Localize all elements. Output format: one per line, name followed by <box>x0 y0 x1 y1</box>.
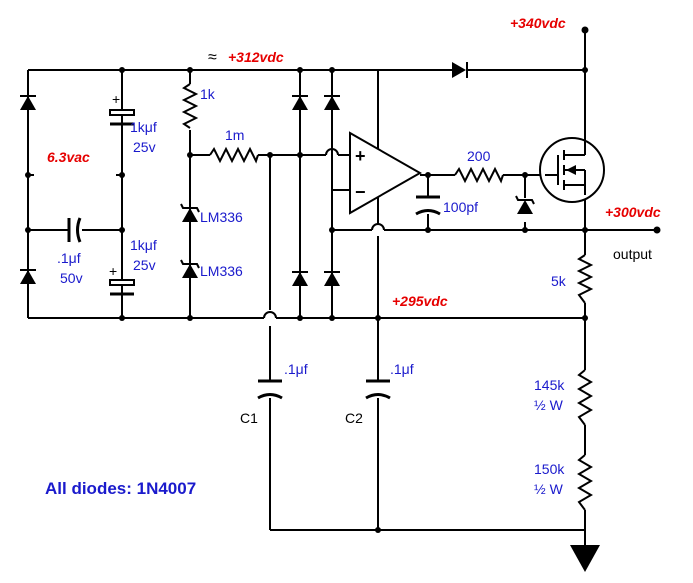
capacitor-left <box>67 217 82 243</box>
ground-icon <box>570 545 600 572</box>
zener-gate <box>515 195 535 214</box>
label-c1: C1 <box>240 410 258 426</box>
label-zener1: LM336 <box>200 209 243 225</box>
diode-mid-b-bottom <box>324 271 340 286</box>
label-heater-voltage: 6.3vac <box>47 149 90 165</box>
label-zener2: LM336 <box>200 263 243 279</box>
label-r-145k: 145k <box>534 377 565 393</box>
label-r-150k: 150k <box>534 461 565 477</box>
resistor-1k <box>181 83 199 130</box>
diode-top-rail <box>452 62 468 78</box>
resistor-150k <box>577 454 593 511</box>
label-cap-top-rating: 25v <box>133 139 156 155</box>
label-cap-bottom-rating: 25v <box>133 257 156 273</box>
label-295vdc: +295vdc <box>392 293 448 309</box>
cap-top-polarity: + <box>112 91 120 107</box>
label-r-150k-watt: ½ W <box>534 481 564 497</box>
label-312vdc: +312vdc <box>228 49 284 65</box>
label-approx: ≈ <box>208 49 217 66</box>
bridge-diode-top-left <box>20 95 36 110</box>
mosfet <box>539 135 605 203</box>
diode-mid-a-top <box>292 95 308 110</box>
label-r-1k: 1k <box>200 86 216 102</box>
label-cap-left-rating: 50v <box>60 270 83 286</box>
label-cap-top-value: 1kμf <box>130 119 157 135</box>
resistor-1m <box>209 146 259 164</box>
diodes-note: All diodes: 1N4007 <box>45 479 196 498</box>
opamp <box>349 131 423 215</box>
opamp-minus: − <box>355 182 366 202</box>
label-c2: C2 <box>345 410 363 426</box>
opamp-plus: + <box>355 146 366 166</box>
label-c2-value: .1μf <box>390 361 414 377</box>
label-cap-left-value: .1μf <box>57 250 81 266</box>
capacitor-c1 <box>257 379 283 400</box>
diode-mid-a-bottom <box>292 271 308 286</box>
resistor-5k <box>576 254 594 304</box>
resistor-200 <box>454 166 504 184</box>
label-output: output <box>613 246 652 262</box>
label-r-200: 200 <box>467 148 491 164</box>
cap-bottom-polarity: + <box>109 263 117 279</box>
resistor-145k <box>577 369 593 426</box>
junction-dots <box>25 26 661 533</box>
label-c-100pf: 100pf <box>443 199 478 215</box>
zener-lm336-2 <box>180 259 200 278</box>
capacitor-100pf <box>415 195 441 216</box>
label-340vdc: +340vdc <box>510 15 566 31</box>
bridge-diode-bottom-left <box>20 269 36 284</box>
zener-lm336-1 <box>180 203 200 222</box>
capacitor-c2 <box>365 379 391 400</box>
label-c1-value: .1μf <box>284 361 308 377</box>
label-cap-bottom-value: 1kμf <box>130 237 157 253</box>
label-r-1m: 1m <box>225 127 244 143</box>
capacitor-1kuf-top <box>109 109 135 126</box>
diode-mid-b-top <box>324 95 340 110</box>
wire-jumper <box>371 223 385 231</box>
label-300vdc: +300vdc <box>605 204 661 220</box>
label-r-5k: 5k <box>551 273 567 289</box>
capacitor-1kuf-bottom <box>109 279 135 296</box>
label-r-145k-watt: ½ W <box>534 397 564 413</box>
